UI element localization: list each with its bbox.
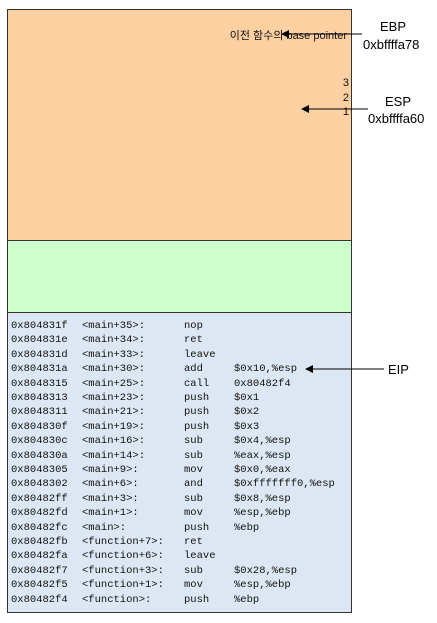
- stack-frame-region: 이전 함수의 base pointer 3 2 1: [7, 9, 352, 241]
- code-operand: %ebp: [234, 521, 260, 534]
- code-address: 0x8048305: [11, 464, 68, 476]
- code-symbol: <function+7>:: [82, 536, 164, 548]
- code-symbol: <main+33>:: [82, 348, 146, 361]
- ebp-register-value: 0xbffffa78: [363, 37, 420, 52]
- stack-slot-1: 1: [342, 106, 349, 118]
- code-address: 0x804830c: [11, 435, 68, 448]
- code-opcode: push: [184, 593, 210, 606]
- code-address: 0x804831a: [11, 363, 68, 376]
- code-address: 0x80482fa: [11, 550, 68, 563]
- code-address: 0x8048302: [11, 478, 68, 491]
- code-address: 0x8048311: [11, 406, 68, 419]
- code-operand: $0x3: [234, 420, 260, 433]
- code-operand: %ebp: [234, 593, 260, 606]
- code-symbol: <function+1>:: [82, 579, 164, 592]
- code-opcode: sub: [184, 449, 203, 462]
- eip-register-name: EIP: [388, 362, 409, 377]
- unused-memory-region: [7, 240, 352, 313]
- code-address: 0x804831d: [11, 348, 68, 361]
- code-operand: %esp,%ebp: [234, 507, 291, 520]
- code-address: 0x804831f: [11, 320, 68, 332]
- code-address: 0x80482fb: [11, 536, 68, 548]
- code-opcode: and: [184, 478, 203, 491]
- code-symbol: <function>:: [82, 593, 152, 606]
- code-address: 0x8048315: [11, 377, 68, 390]
- code-segment-region: 0x804831f <main+35>: nop 0x804831e <main+34>…: [7, 312, 352, 613]
- code-symbol: <main+9>:: [82, 464, 139, 476]
- esp-register-name: ESP: [385, 94, 412, 109]
- code-operand: $0x8,%esp: [234, 492, 291, 505]
- code-symbol: <main+14>:: [82, 449, 146, 462]
- code-symbol: <main+30>:: [82, 363, 146, 376]
- code-address: 0x80482f4: [11, 593, 68, 606]
- code-symbol: <main+19>:: [82, 420, 146, 433]
- previous-base-pointer-label: 이전 함수의 base pointer: [229, 30, 347, 42]
- code-opcode: ret: [184, 536, 203, 548]
- code-address: 0x80482fd: [11, 507, 68, 520]
- code-operand: $0x4,%esp: [234, 435, 291, 448]
- code-operand: %esp,%ebp: [234, 579, 291, 592]
- code-address: 0x8048313: [11, 392, 68, 404]
- ebp-register-name: EBP: [380, 19, 407, 34]
- code-opcode: push: [184, 392, 210, 404]
- code-operand: $0x0,%eax: [234, 464, 291, 476]
- code-operand: $0x28,%esp: [234, 564, 298, 577]
- esp-register-value: 0xbffffa60: [368, 111, 425, 126]
- code-opcode: leave: [184, 550, 216, 563]
- code-address: 0x80482fc: [11, 521, 68, 534]
- code-symbol: <main+25>:: [82, 377, 146, 390]
- stack-slot-3: 3: [342, 77, 349, 89]
- code-opcode: mov: [184, 507, 203, 520]
- code-operand: $0x2: [234, 406, 260, 419]
- code-symbol: <main+35>:: [82, 320, 146, 332]
- code-operand: 0x80482f4: [234, 377, 291, 390]
- code-opcode: leave: [184, 348, 216, 361]
- code-symbol: <main>:: [82, 521, 127, 534]
- code-symbol: <function+6>:: [82, 550, 164, 563]
- code-opcode: sub: [184, 564, 203, 577]
- stack-slot-2: 2: [342, 92, 349, 104]
- code-address: 0x804831e: [11, 334, 68, 347]
- code-opcode: nop: [184, 320, 203, 332]
- code-symbol: <main+6>:: [82, 478, 139, 491]
- code-address: 0x80482f7: [11, 564, 68, 577]
- code-address: 0x80482ff: [11, 492, 68, 505]
- code-operand: $0x1: [234, 392, 260, 404]
- code-opcode: ret: [184, 334, 203, 347]
- code-operand: %eax,%esp: [234, 449, 291, 462]
- code-address: 0x80482f5: [11, 579, 68, 592]
- code-symbol: <main+16>:: [82, 435, 146, 448]
- code-operand: $0x10,%esp: [234, 363, 298, 376]
- code-address: 0x804830a: [11, 449, 68, 462]
- code-opcode: mov: [184, 579, 203, 592]
- code-opcode: sub: [184, 435, 203, 448]
- code-opcode: push: [184, 521, 210, 534]
- code-operand: $0xfffffff0,%esp: [234, 478, 335, 491]
- code-symbol: <function+3>:: [82, 564, 164, 577]
- code-symbol: <main+21>:: [82, 406, 146, 419]
- code-symbol: <main+34>:: [82, 334, 146, 347]
- code-symbol: <main+23>:: [82, 392, 146, 404]
- code-opcode: push: [184, 406, 210, 419]
- code-symbol: <main+1>:: [82, 507, 139, 520]
- code-opcode: sub: [184, 492, 203, 505]
- code-opcode: add: [184, 363, 203, 376]
- code-opcode: push: [184, 420, 210, 433]
- code-opcode: mov: [184, 464, 203, 476]
- code-opcode: call: [184, 377, 210, 390]
- code-address: 0x804830f: [11, 420, 68, 433]
- code-symbol: <main+3>:: [82, 492, 139, 505]
